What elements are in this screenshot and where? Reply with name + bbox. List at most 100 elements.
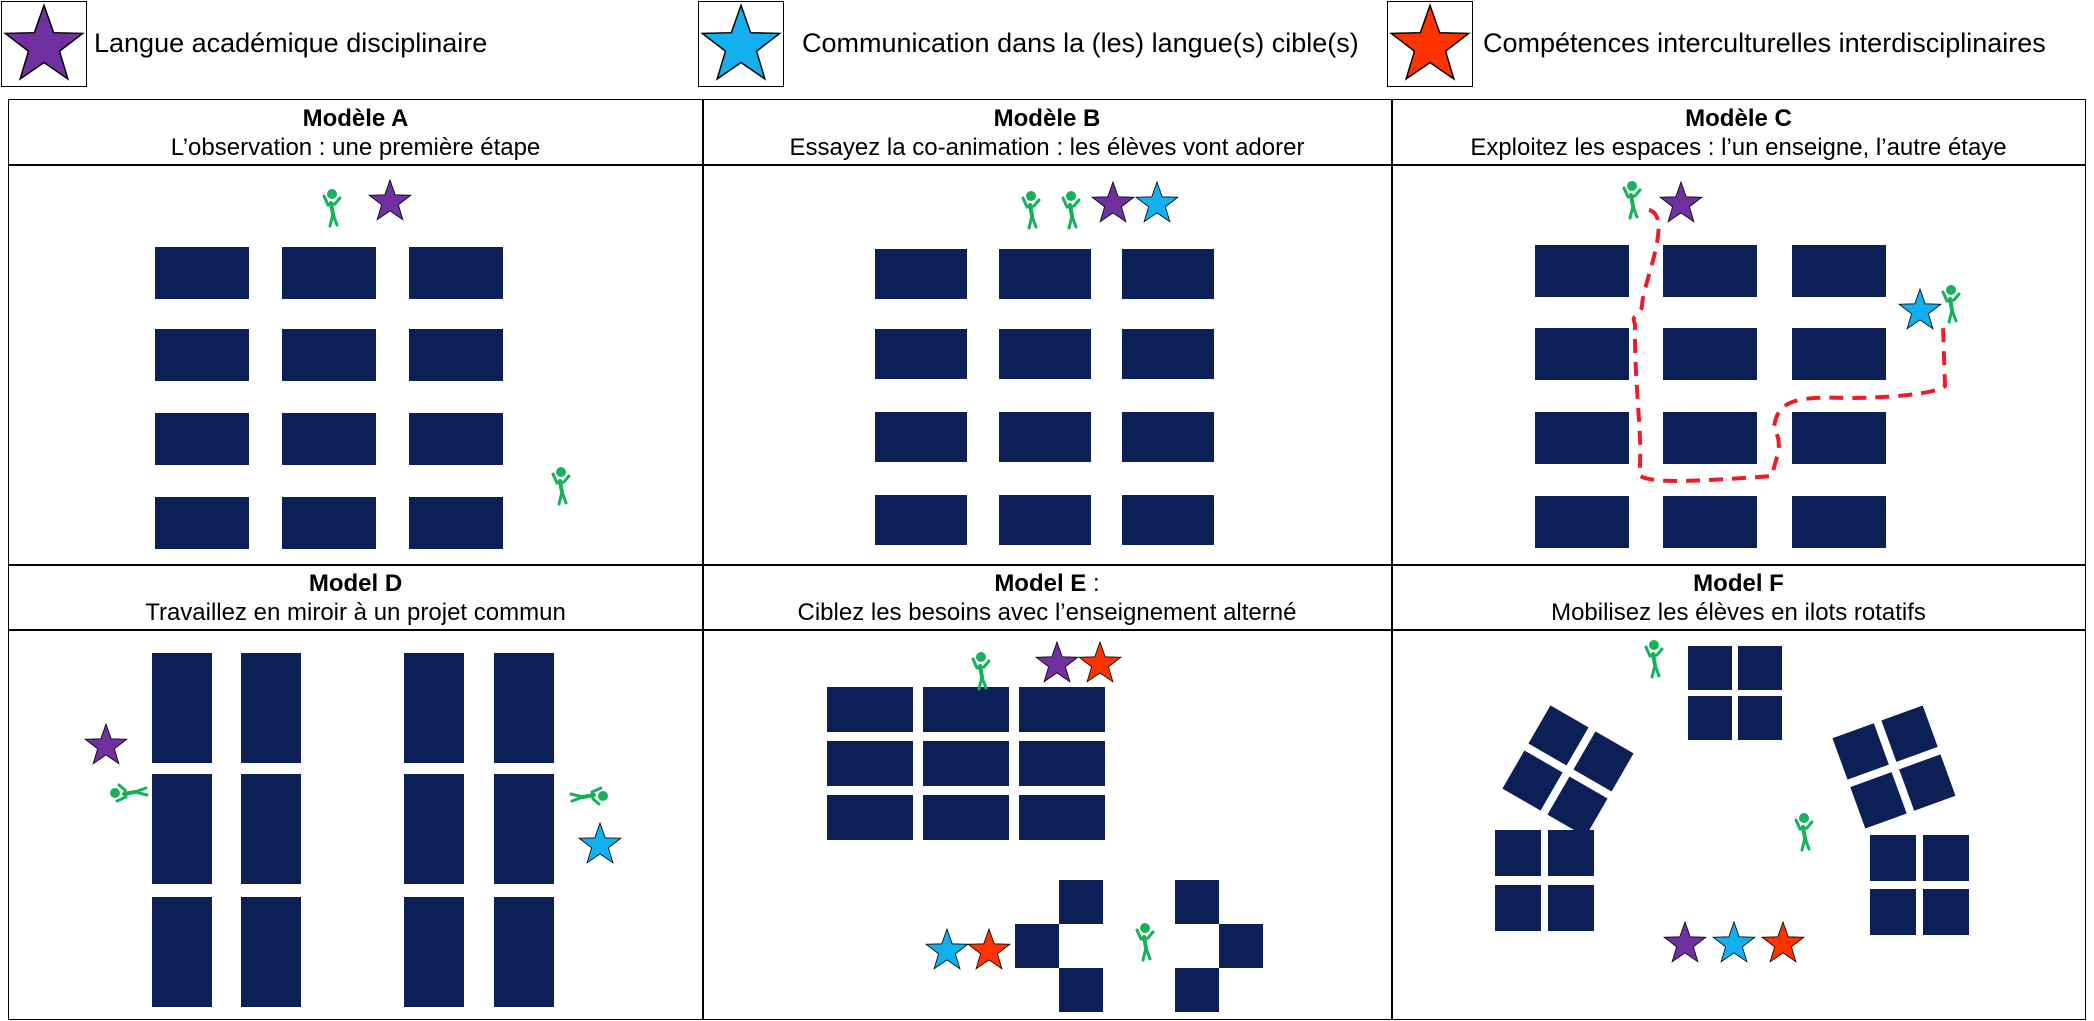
model-c-subtitle: Exploitez les espaces : l’un enseigne, l… <box>1470 134 2007 161</box>
desk <box>409 413 503 465</box>
desk <box>1792 245 1886 297</box>
model-a-header: Modèle A L’observation : une première ét… <box>9 104 702 162</box>
desk <box>875 329 967 379</box>
desk <box>827 687 913 732</box>
desk <box>999 412 1091 462</box>
desk <box>1019 795 1105 840</box>
blue-star-icon <box>578 822 622 864</box>
legend-red-star-box <box>1387 1 1473 87</box>
desk <box>1122 412 1214 462</box>
teacher-icon <box>1644 638 1664 679</box>
desk <box>282 329 376 381</box>
desk <box>1870 835 1916 881</box>
desk <box>282 497 376 549</box>
teacher-icon <box>551 465 571 506</box>
desk <box>1019 687 1105 732</box>
desk <box>1495 830 1541 876</box>
desk <box>1792 496 1886 548</box>
desk <box>923 741 1009 786</box>
row-divider <box>9 629 2085 631</box>
legend-label-communication: Communication dans la (les) langue(s) ci… <box>802 28 1359 58</box>
desk <box>494 653 554 763</box>
desk <box>494 774 554 884</box>
desk <box>1792 412 1886 464</box>
teacher-icon <box>971 650 991 691</box>
desk <box>827 795 913 840</box>
desk <box>1122 495 1214 545</box>
desk <box>155 413 249 465</box>
model-c-header: Modèle C Exploitez les espaces : l’un en… <box>1392 104 2085 162</box>
red-star-icon <box>1078 641 1122 683</box>
desk <box>1495 885 1541 931</box>
desk <box>827 741 913 786</box>
teacher-icon <box>1794 811 1814 852</box>
model-c-diagram <box>1535 179 1961 548</box>
purple-star-icon <box>368 179 412 221</box>
desk <box>152 774 212 884</box>
red-star-icon <box>1390 4 1470 80</box>
desk <box>155 329 249 381</box>
red-star-icon <box>1761 921 1805 963</box>
desk <box>404 897 464 1007</box>
model-b-header: Modèle B Essayez la co-animation : les é… <box>703 104 1391 162</box>
desk <box>409 247 503 299</box>
desk <box>152 653 212 763</box>
legend-purple-star-box <box>1 1 87 87</box>
model-a-subtitle: L’observation : une première étape <box>170 134 541 161</box>
legend-label-academic: Langue académique disciplinaire <box>94 28 488 58</box>
red-star-icon <box>967 928 1011 970</box>
desk <box>494 897 554 1007</box>
model-f-title: Model F <box>1693 570 1784 597</box>
column-divider <box>702 100 704 1019</box>
desk <box>1738 646 1782 690</box>
desk <box>999 249 1091 299</box>
desk <box>282 413 376 465</box>
models-grid: Modèle A L’observation : une première ét… <box>8 99 2086 1020</box>
desk <box>1663 496 1757 548</box>
model-d-header: Model D Travaillez en miroir à un projet… <box>9 569 702 627</box>
rotated-desk-island-right <box>1832 705 1956 829</box>
model-e-subtitle: Ciblez les besoins avec l’enseignement a… <box>797 599 1297 626</box>
teacher-icon <box>322 187 342 228</box>
legend-blue-star-box <box>698 1 784 87</box>
model-e-title: Model E <box>994 570 1087 597</box>
desk <box>1792 328 1886 380</box>
model-e-title-suffix: : <box>1086 570 1100 597</box>
desk <box>875 495 967 545</box>
desk <box>1015 924 1059 968</box>
teacher-icon <box>569 786 610 806</box>
teacher-icon <box>1135 921 1155 962</box>
desk <box>152 897 212 1007</box>
model-b-title: Modèle B <box>993 105 1101 132</box>
column-divider <box>1391 100 1393 1019</box>
blue-star-icon <box>925 928 969 970</box>
model-c-title: Modèle C <box>1685 105 1792 132</box>
model-e-diagram <box>827 641 1263 1012</box>
desk <box>1122 249 1214 299</box>
desk <box>999 329 1091 379</box>
desk <box>1059 968 1103 1012</box>
desk <box>241 774 301 884</box>
teacher-icon <box>1622 179 1642 220</box>
desk <box>875 249 967 299</box>
blue-star-icon <box>1135 181 1179 223</box>
desk <box>999 495 1091 545</box>
model-d-title: Model D <box>308 570 403 597</box>
desk <box>155 247 249 299</box>
desk <box>1548 885 1594 931</box>
desk <box>409 329 503 381</box>
teacher-icon <box>1021 189 1041 230</box>
teacher-icon <box>1941 283 1961 324</box>
model-a-title: Modèle A <box>302 105 409 132</box>
rotated-desk-island-left <box>1502 705 1634 837</box>
model-f-header: Model F Mobilisez les élèves en ilots ro… <box>1392 569 2085 627</box>
desk <box>282 247 376 299</box>
model-b-subtitle: Essayez la co-animation : les élèves von… <box>789 134 1305 161</box>
desk <box>1535 412 1629 464</box>
model-f-diagram <box>1495 638 1969 963</box>
blue-star-icon <box>701 4 781 80</box>
desk <box>1175 968 1219 1012</box>
desk <box>1870 889 1916 935</box>
teacher-icon <box>1061 189 1081 230</box>
desk <box>1535 245 1629 297</box>
